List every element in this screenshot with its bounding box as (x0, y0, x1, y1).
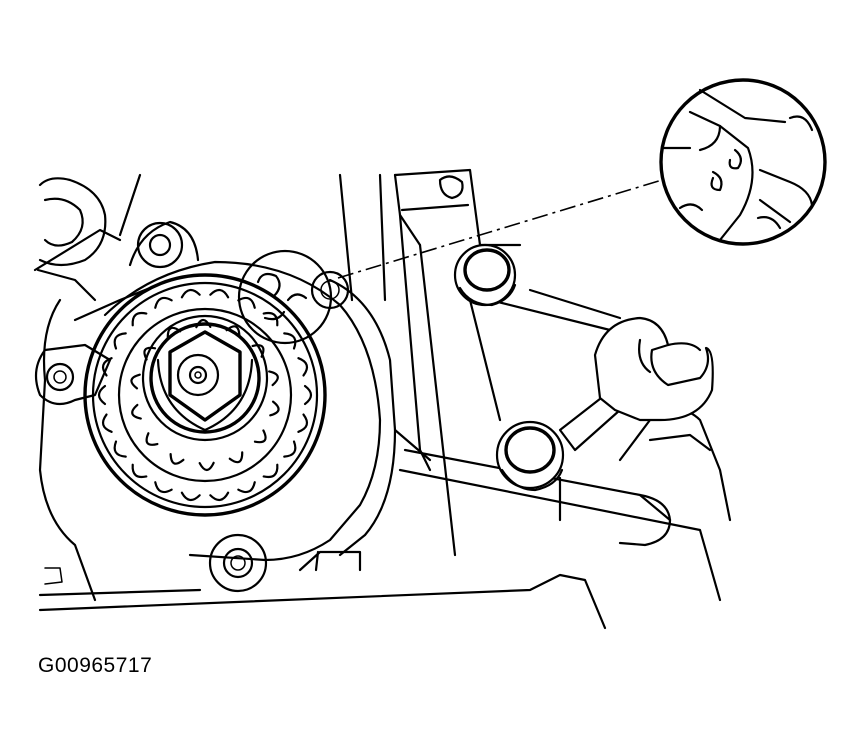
sprocket-tooth (262, 463, 279, 479)
timing-sprocket (83, 273, 327, 517)
sprocket-pocket (228, 451, 244, 464)
sprocket-pocket (269, 400, 280, 417)
cover-bottom-bolt (208, 533, 362, 593)
sprocket-pocket (268, 370, 279, 387)
sprocket-tooth (131, 463, 148, 479)
sprocket-pocket (130, 373, 141, 390)
sprocket-pocket (169, 452, 185, 465)
sprocket-tooth (262, 311, 279, 327)
sprocket-tooth (297, 413, 309, 433)
sprocket-tooth (209, 288, 230, 299)
sprocket-tooth (209, 491, 230, 502)
timing-cover (103, 168, 522, 562)
sprocket-tooth (97, 384, 107, 406)
sprocket-tooth (101, 357, 113, 377)
sprocket-pocket (131, 403, 142, 420)
magnified-detail (659, 78, 827, 246)
sprocket-tooth (113, 332, 127, 350)
engine-housing (33, 173, 607, 630)
timing-mark-callout (237, 179, 663, 345)
sprocket-tooth (131, 311, 148, 327)
tensioner-upper-bolt (453, 243, 517, 307)
sprocket-tooth (180, 288, 201, 299)
sprocket-tooth (154, 296, 173, 309)
sprocket-pocket (253, 429, 267, 444)
sprocket-tooth (303, 384, 313, 406)
sprocket-tooth (283, 332, 297, 350)
sprocket-tooth (154, 481, 173, 494)
sprocket-tooth (237, 296, 256, 309)
sprocket-tooth (113, 440, 127, 458)
sprocket-pocket (198, 461, 215, 472)
sprocket-pocket (145, 432, 159, 446)
sprocket-tooth (101, 413, 113, 433)
tensioner-lower-bolt (495, 420, 565, 492)
sprocket-tooth (283, 440, 297, 458)
sprocket-tooth (297, 357, 309, 377)
wrench-tool (558, 316, 714, 452)
figure-code: G00965717 (38, 654, 153, 677)
tensioner-assembly (208, 243, 732, 602)
sprocket-tooth (180, 491, 201, 502)
sprocket-tooth (237, 481, 256, 494)
